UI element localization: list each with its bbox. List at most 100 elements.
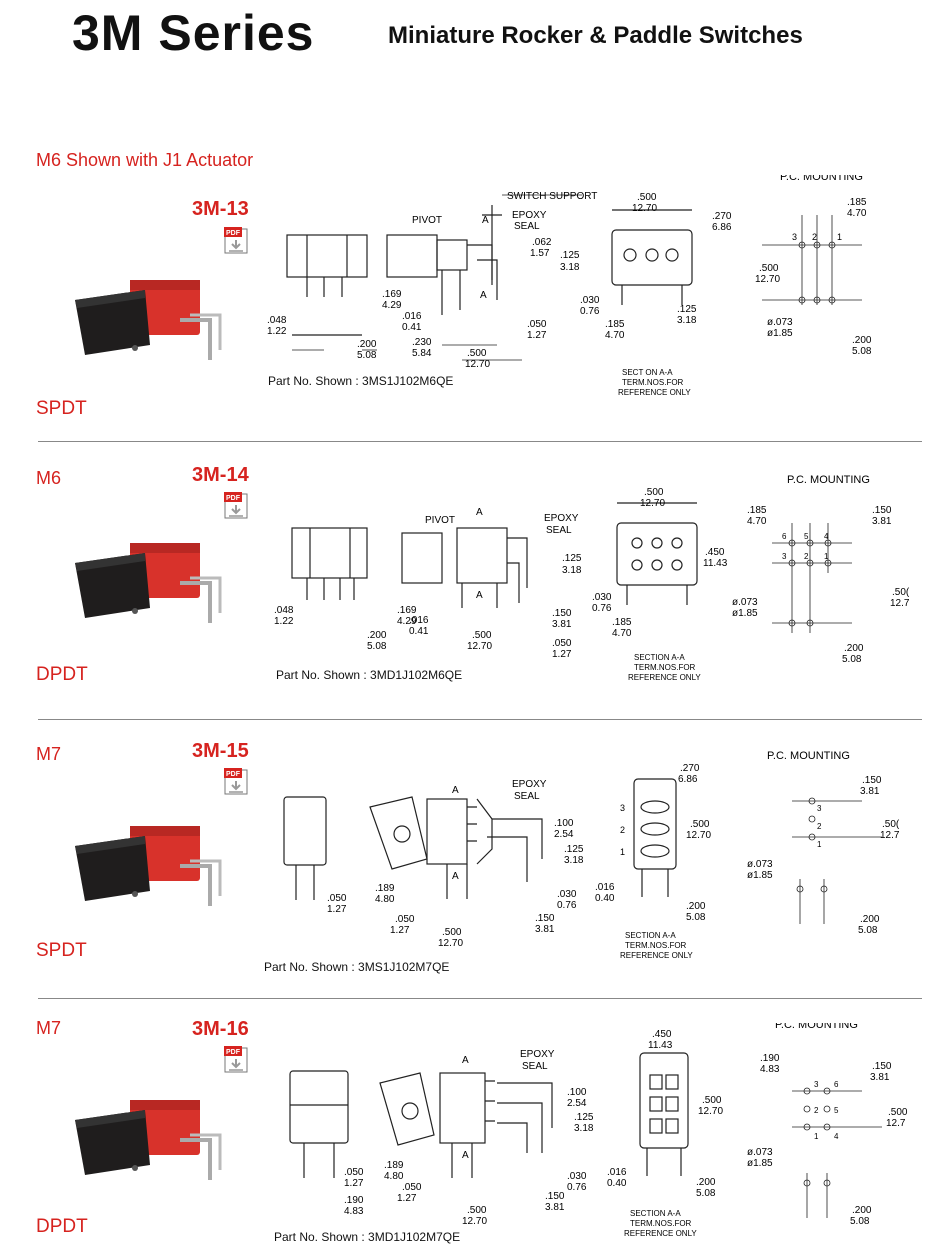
pin-3: 3 bbox=[792, 232, 797, 242]
pc-pin-2: 2 bbox=[814, 1106, 819, 1115]
dim-12-70-side: 12.70 bbox=[686, 830, 711, 841]
section-note-1: SECTION A-A bbox=[625, 931, 676, 940]
section-marker-top: A bbox=[452, 785, 459, 796]
pdf-icon[interactable] bbox=[224, 768, 252, 798]
dim-2-54: 2.54 bbox=[567, 1098, 587, 1109]
dim-12-70-top: 12.70 bbox=[640, 498, 665, 509]
section-divider bbox=[38, 998, 922, 999]
section-note-3: REFERENCE ONLY bbox=[618, 388, 691, 397]
dim-030: .030 bbox=[567, 1171, 587, 1182]
part-number: Part No. Shown : 3MD1J102M7QE bbox=[274, 1230, 461, 1244]
pc-dim-073: ø.073 bbox=[747, 1147, 773, 1158]
dim-062: .062 bbox=[532, 237, 552, 248]
dim-050: .050 bbox=[552, 638, 572, 649]
section-label: M6 bbox=[36, 468, 62, 488]
pdf-icon[interactable] bbox=[224, 1046, 252, 1076]
pc-dim-12-7: 12.7 bbox=[886, 1118, 906, 1129]
section-marker-top: A bbox=[482, 215, 489, 226]
dim-3-18: 3.18 bbox=[562, 565, 582, 576]
model-number: 3M-13 bbox=[192, 198, 249, 220]
label-switch-support: SWITCH SUPPORT bbox=[507, 191, 597, 202]
section-note-2: TERM.NOS.FOR bbox=[634, 663, 696, 672]
label-epoxy: EPOXY bbox=[544, 513, 579, 524]
dim-100: .100 bbox=[554, 818, 574, 829]
dim-500-top: .500 bbox=[637, 192, 657, 203]
label-seal: SEAL bbox=[514, 791, 540, 802]
dim-12-70-bottom: 12.70 bbox=[462, 1216, 487, 1227]
section-label: M7 bbox=[36, 744, 62, 764]
dim-4-70: 4.70 bbox=[605, 330, 625, 341]
dim-270: .270 bbox=[712, 211, 732, 222]
dimension-drawing: EPOXY SEAL A A .100 2.54 .125 3.18 .189 … bbox=[289, 1023, 908, 1238]
dim-150: .150 bbox=[535, 913, 555, 924]
dim-048: .048 bbox=[274, 605, 294, 616]
dim-0-76: 0.76 bbox=[567, 1182, 587, 1193]
dim-1-27-front: 1.27 bbox=[344, 1178, 364, 1189]
pc-dim-1-85: ø1.85 bbox=[747, 870, 773, 881]
pc-dim-1-85: ø1.85 bbox=[732, 608, 758, 619]
pc-dim-185: .185 bbox=[847, 197, 867, 208]
pdf-icon[interactable] bbox=[224, 492, 252, 522]
dim-100: .100 bbox=[567, 1087, 587, 1098]
pin-4: 4 bbox=[824, 532, 829, 541]
dim-4-80: 4.80 bbox=[384, 1171, 404, 1182]
pin-2: 2 bbox=[812, 232, 817, 242]
section-label: M7 bbox=[36, 1018, 62, 1038]
dim-500-top: .500 bbox=[644, 487, 664, 498]
pc-mounting-title: P.C. MOUNTING bbox=[775, 1023, 858, 1031]
side-pin-1: 1 bbox=[620, 847, 625, 857]
pc-dim-073: ø.073 bbox=[747, 859, 773, 870]
product-section-3m-14: M6 3M-14 DPDT PIVOT EPOXY SEAL A A .125 … bbox=[0, 464, 950, 718]
switch-type: SPDT bbox=[36, 940, 87, 961]
dim-200: .200 bbox=[367, 630, 387, 641]
label-pivot: PIVOT bbox=[425, 515, 455, 526]
label-seal: SEAL bbox=[514, 221, 540, 232]
dim-6-86: 6.86 bbox=[712, 222, 732, 233]
dim-4-80: 4.80 bbox=[375, 894, 395, 905]
dim-5-08: 5.08 bbox=[367, 641, 387, 652]
dim-1-27: 1.27 bbox=[552, 649, 572, 660]
section-marker-bottom: A bbox=[452, 871, 459, 882]
pdf-icon[interactable] bbox=[224, 227, 252, 257]
dim-3-81: 3.81 bbox=[552, 619, 572, 630]
dim-11-43: 11.43 bbox=[703, 558, 728, 569]
dim-016: .016 bbox=[402, 311, 422, 322]
dim-125: .125 bbox=[564, 844, 584, 855]
pc-dim-1-85: ø1.85 bbox=[767, 328, 793, 339]
dim-500-bottom: .500 bbox=[442, 927, 462, 938]
dimension-drawing: EPOXY SEAL A A .100 2.54 .125 3.18 .189 … bbox=[283, 750, 900, 960]
dim-5-08: 5.08 bbox=[357, 350, 377, 361]
switch-type: DPDT bbox=[36, 1216, 88, 1237]
switch-photo bbox=[60, 806, 230, 916]
dim-4-83: 4.83 bbox=[344, 1206, 364, 1217]
pc-dim-5-08: 5.08 bbox=[842, 654, 862, 665]
page-subtitle: Miniature Rocker & Paddle Switches bbox=[388, 22, 803, 49]
switch-photo bbox=[60, 260, 230, 370]
dim-12-70-bottom: 12.70 bbox=[467, 641, 492, 652]
dim-0-76: 0.76 bbox=[580, 306, 600, 317]
pc-pin-1: 1 bbox=[814, 1132, 819, 1141]
pc-dim-150: .150 bbox=[862, 775, 882, 786]
pc-dim-4-83: 4.83 bbox=[760, 1064, 780, 1075]
dim-12-70-top: 12.70 bbox=[632, 203, 657, 214]
dim-5-84: 5.84 bbox=[412, 348, 432, 359]
dim-12-70-bottom: 12.70 bbox=[438, 938, 463, 949]
pc-dim-4-70: 4.70 bbox=[747, 516, 767, 527]
pc-mounting-title: P.C. MOUNTING bbox=[787, 474, 870, 486]
dim-125: .125 bbox=[560, 250, 580, 261]
dim-4-29: 4.29 bbox=[397, 616, 417, 627]
product-section-3m-15: M7 3M-15 SPDT EPOXY SEAL A A .100 2.54 .… bbox=[0, 740, 950, 994]
pc-dim-5-08: 5.08 bbox=[858, 925, 878, 936]
section-divider bbox=[38, 441, 922, 442]
dim-270: .270 bbox=[680, 763, 700, 774]
product-section-3m-16: M7 3M-16 DPDT EPOXY SEAL A A .100 2.54 .… bbox=[0, 1018, 950, 1260]
dim-030: .030 bbox=[580, 295, 600, 306]
dim-150: .150 bbox=[545, 1191, 565, 1202]
dim-500-bottom: .500 bbox=[472, 630, 492, 641]
dim-016: .016 bbox=[409, 615, 429, 626]
dim-016: .016 bbox=[607, 1167, 627, 1178]
section-note-3: REFERENCE ONLY bbox=[624, 1229, 697, 1238]
pc-dim-12-7: 12.7 bbox=[880, 830, 900, 841]
dim-1-22: 1.22 bbox=[267, 326, 287, 337]
dim-3-18: 3.18 bbox=[560, 262, 580, 273]
